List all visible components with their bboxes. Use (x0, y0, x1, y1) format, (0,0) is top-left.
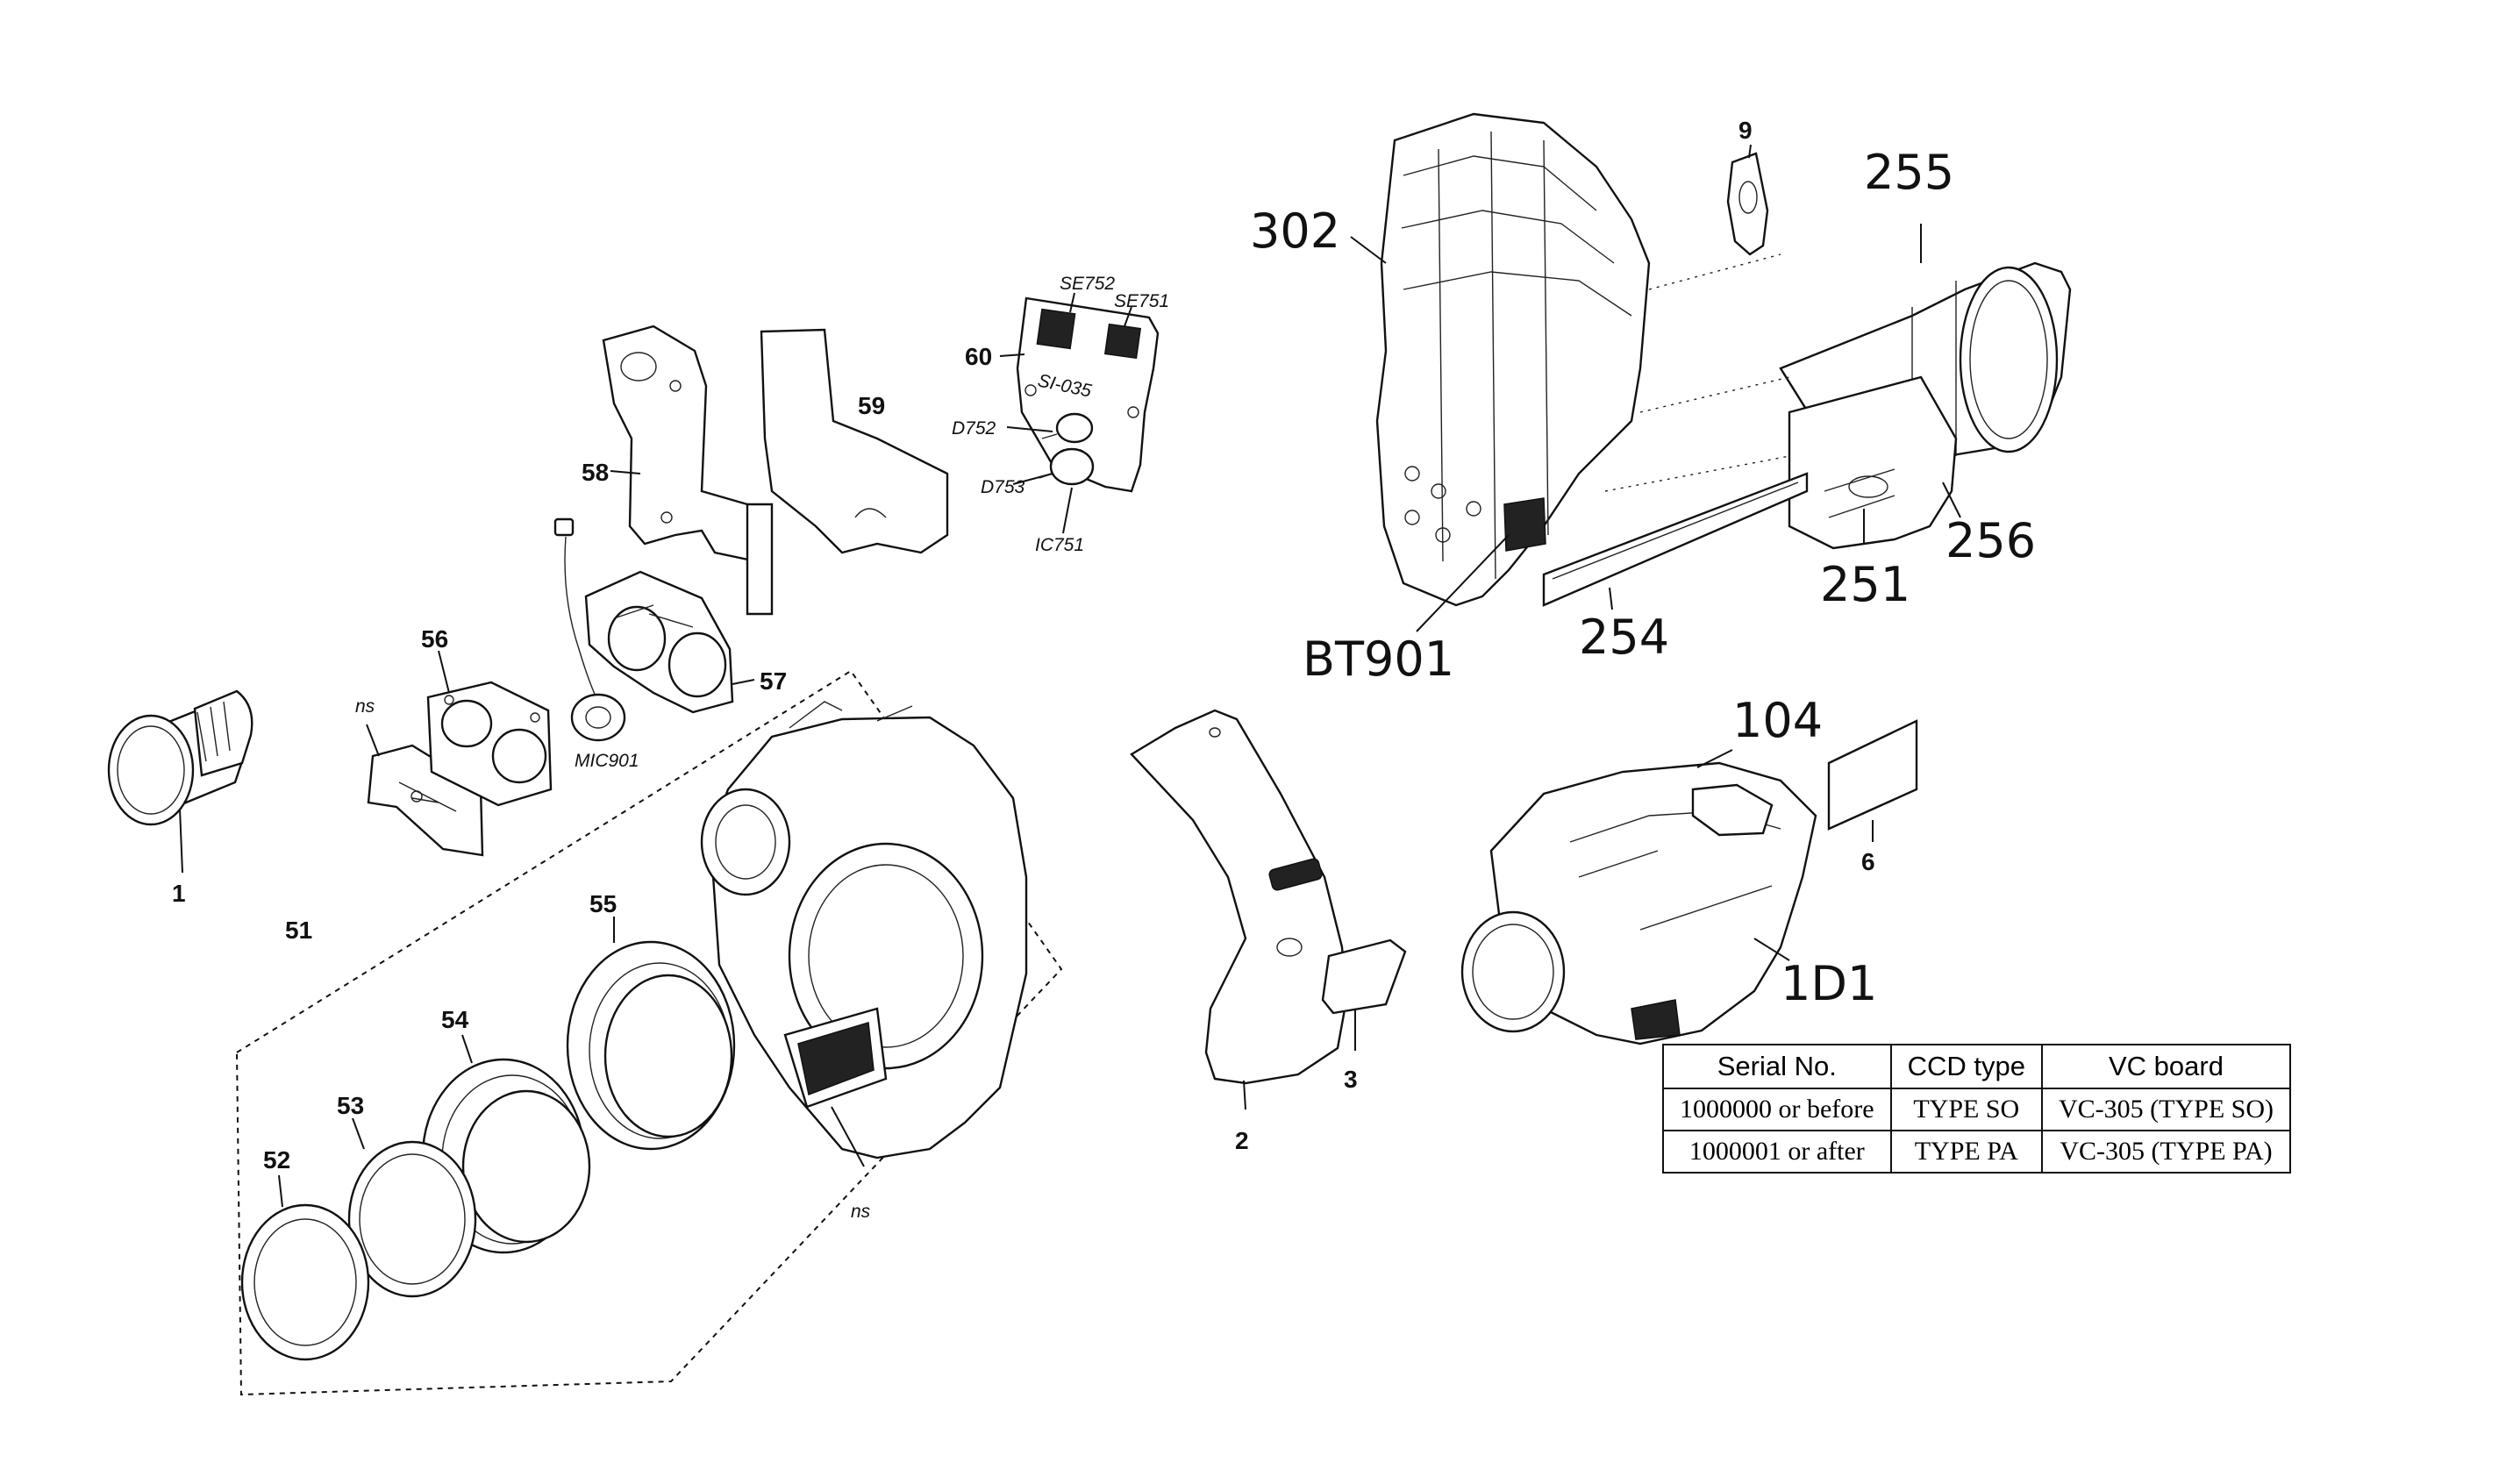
label-ns-housing: ns (851, 1202, 871, 1222)
label-part-255: 255 (1864, 145, 1954, 200)
part-51-front-housing-assembly (235, 669, 1063, 1396)
label-ns-plate: ns (355, 696, 375, 717)
label-se752: SE752 (1060, 274, 1115, 294)
part-101-lens-block (1460, 749, 1817, 1045)
label-part-53: 53 (337, 1092, 364, 1119)
part-2-side-cover (1130, 709, 1348, 1110)
label-part-51: 51 (285, 917, 312, 944)
label-part-54: 54 (441, 1006, 469, 1033)
part-57-lens-bracket (584, 570, 755, 714)
part-254-flex-cable (1542, 472, 1809, 610)
label-part-1: 1 (172, 880, 186, 907)
connection-dotted-lines (1604, 253, 1790, 492)
label-part-101: 1D1 (1781, 956, 1877, 1011)
label-part-302: 302 (1250, 203, 1340, 259)
label-part-52: 52 (263, 1146, 290, 1174)
part-52-filter-ring (240, 1174, 370, 1361)
part-58-bracket-plate (602, 325, 774, 616)
table-header-cell: VC board (2040, 1044, 2291, 1089)
table-cell: TYPE SO (1889, 1088, 2043, 1131)
label-mic901: MIC901 (575, 751, 639, 771)
table-cell: TYPE PA (1889, 1130, 2043, 1174)
table-cell: 1000000 or before (1662, 1088, 1892, 1131)
table-cell: VC-305 (TYPE PA) (2040, 1130, 2291, 1174)
label-part-2: 2 (1235, 1127, 1249, 1154)
label-ic751: IC751 (1035, 535, 1084, 555)
table-row: 1000001 or after TYPE PA VC-305 (TYPE PA… (1662, 1130, 2291, 1174)
label-part-59: 59 (858, 392, 885, 419)
label-d752: D752 (952, 418, 996, 439)
part-55-lens-ring (566, 917, 736, 1151)
part-256-eyepiece-frame (1788, 375, 1961, 550)
table-row: 1000000 or before TYPE SO VC-305 (TYPE S… (1662, 1088, 2291, 1131)
part-53-thin-ring (347, 1117, 477, 1298)
part-59-flexible-sheet (760, 328, 949, 554)
table-cell: 1000001 or after (1662, 1130, 1892, 1174)
label-part-254: 254 (1579, 610, 1669, 665)
table-header-cell: CCD type (1889, 1044, 2043, 1089)
label-part-56: 56 (421, 625, 448, 653)
part-302-main-chassis (1350, 112, 1651, 632)
label-part-58: 58 (582, 459, 609, 486)
label-part-256: 256 (1945, 513, 2036, 568)
table-cell: VC-305 (TYPE SO) (2040, 1088, 2291, 1131)
label-part-60: 60 (965, 343, 992, 370)
part-56-double-ring-holder (426, 650, 553, 807)
label-part-55: 55 (589, 890, 617, 917)
part-3-small-panel (1321, 938, 1407, 1051)
label-part-6: 6 (1861, 848, 1875, 875)
part-60-sensor-board (999, 292, 1160, 534)
label-part-57: 57 (760, 667, 787, 695)
part-1-lens-cap (107, 689, 253, 874)
label-se751: SE751 (1114, 291, 1169, 311)
part-mic901-microphone (553, 517, 626, 742)
table-header-cell: Serial No. (1662, 1044, 1892, 1089)
part-6-label-sheet (1827, 719, 1918, 842)
label-bt901: BT901 (1303, 631, 1454, 687)
label-part-251: 251 (1820, 557, 1910, 612)
table-header-row: Serial No. CCD type VC board (1662, 1044, 2291, 1089)
part-9-small-bracket (1726, 144, 1769, 256)
ccd-serial-table: Serial No. CCD type VC board 1000000 or … (1662, 1044, 2291, 1174)
label-d753: D753 (981, 477, 1025, 497)
label-part-3: 3 (1344, 1066, 1358, 1093)
label-part-104: 104 (1732, 693, 1823, 748)
label-part-9: 9 (1738, 117, 1753, 144)
